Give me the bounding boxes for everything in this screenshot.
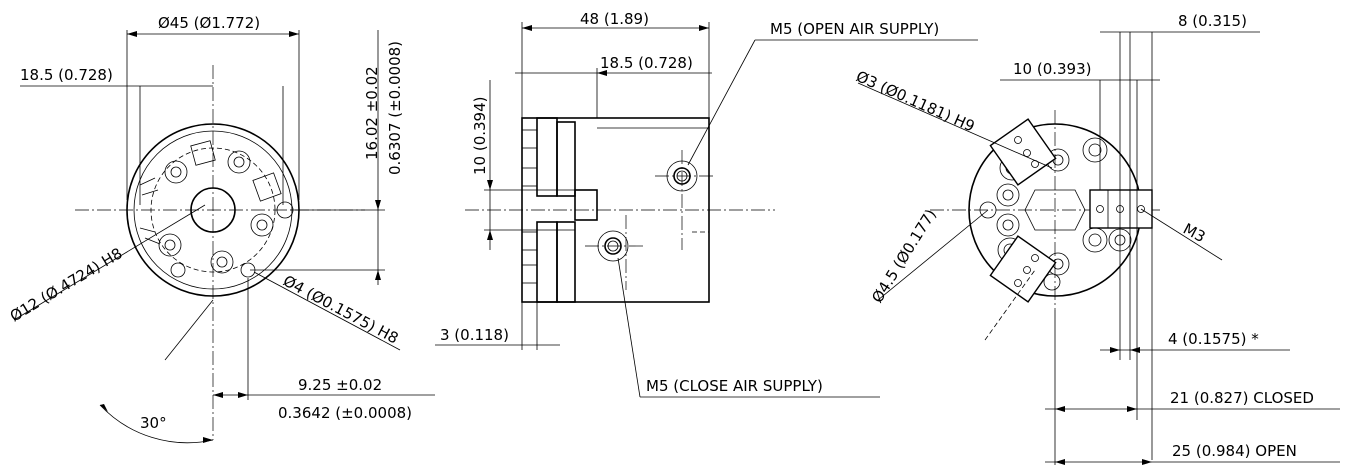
left-view: Ø45 (Ø1.772) 18.5 (0.728) 16.02 ±0.02 0.… [7,14,435,444]
dim-left-hole4: Ø4 (Ø0.1575) H8 [280,272,401,348]
dim-left-1602-in: 0.6307 (±0.0008) [386,41,404,175]
right-view: 8 (0.315) 10 (0.393) Ø3 (Ø0.1181) H9 Ø4.… [853,12,1340,465]
dim-right-8: 8 (0.315) [1178,12,1247,30]
left-center-bore [190,187,236,233]
right-small-hole [979,201,997,219]
dim-left-dia45: Ø45 (Ø1.772) [158,14,260,32]
middle-finger-blocks [536,117,598,303]
middle-port-open [655,150,715,250]
dim-left-925: 9.25 ±0.02 [298,376,382,394]
dim-right-10: 10 (0.393) [1013,60,1092,78]
middle-leader-close [617,257,880,398]
right-leader-hidden [984,269,1036,341]
left-dim-1602 [250,30,385,285]
middle-dim-48 [521,22,710,118]
dim-right-21: 21 (0.827) CLOSED [1170,389,1314,407]
dim-left-bore12: Ø12 (Ø.4724) H8 [7,244,126,325]
dim-left-1602: 16.02 ±0.02 [363,66,381,160]
middle-dim-185 [515,68,712,118]
middle-body [521,117,710,303]
middle-dim-3 [435,302,560,350]
left-dim-dia45 [126,30,300,200]
dim-right-pin3: Ø3 (Ø0.1181) H9 [853,67,977,135]
dim-left-185: 18.5 (0.728) [20,66,113,84]
left-leader-pinhole [253,271,401,351]
left-pocket-right [252,172,282,202]
middle-port-close [585,215,645,290]
dim-right-hole45: Ø4.5 (Ø0.177) [868,206,940,306]
dim-right-m3: M3 [1180,220,1208,246]
right-leader-hole45 [877,209,989,301]
dim-right-25: 25 (0.984) OPEN [1172,442,1297,460]
dim-left-angle: 30° [140,414,167,432]
middle-view: 48 (1.89) 18.5 (0.728) 10 (0.394) 3 (0.1… [435,10,978,398]
left-bolt-circle [150,147,276,273]
label-port-open: M5 (OPEN AIR SUPPLY) [770,20,939,38]
left-mounting-holes [158,150,274,274]
left-angle-30 [99,299,214,444]
left-dim-185 [20,85,284,205]
right-jaw-right [1089,189,1153,229]
dim-right-4: 4 (0.1575) * [1168,330,1259,348]
right-leader-m3 [1140,208,1223,261]
right-leader-pin3 [857,82,1053,169]
left-dim-925 [213,278,435,400]
label-port-close: M5 (CLOSE AIR SUPPLY) [646,377,823,395]
right-extension-lines [1099,32,1153,460]
middle-leader-open [687,39,978,166]
right-jaw-upper [989,118,1057,186]
right-dim-4 [1100,347,1290,353]
right-dim-21 [1045,310,1340,465]
left-side-marks [139,177,161,245]
right-hub [1024,189,1086,231]
dim-middle-10: 10 (0.394) [471,96,489,175]
dim-middle-3: 3 (0.118) [440,326,509,344]
left-small-hole-bottom [170,262,186,278]
middle-flange-steps [521,127,709,284]
middle-dim-10 [484,80,575,250]
left-leader-bore [13,204,206,321]
left-pocket-top [190,140,216,166]
right-jaw-lower [989,235,1057,303]
right-dim-25 [1045,459,1340,465]
dim-middle-48: 48 (1.89) [580,10,649,28]
dim-middle-185: 18.5 (0.728) [600,54,693,72]
dim-left-925-in: 0.3642 (±0.0008) [278,404,412,422]
